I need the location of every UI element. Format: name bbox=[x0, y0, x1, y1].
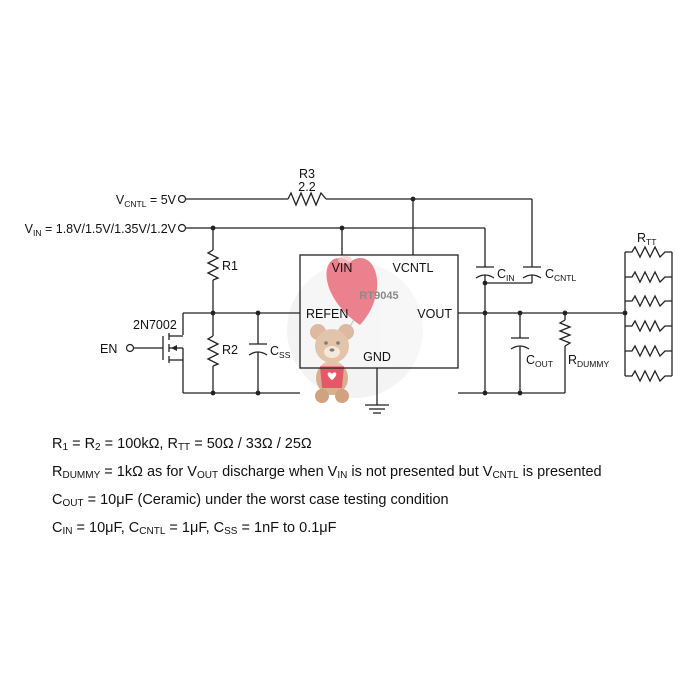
r3-value: 2.2 bbox=[298, 180, 315, 194]
css-label: CSS bbox=[270, 344, 291, 360]
rtt-resistor-bank bbox=[625, 245, 672, 383]
cin-capacitor bbox=[475, 266, 495, 279]
cout-capacitor bbox=[510, 337, 530, 350]
pin-gnd-label: GND bbox=[363, 350, 391, 364]
rt9045-ic-box bbox=[299, 254, 459, 369]
vin-input-label: VIN = 1.8V/1.5V/1.35V/1.2V bbox=[25, 222, 177, 238]
mosfet-2n7002 bbox=[134, 333, 184, 367]
teddy-bear-watermark bbox=[287, 256, 423, 403]
note-rdummy: RDUMMY = 1kΩ as for VOUT discharge when … bbox=[52, 464, 602, 481]
circuit-schematic: VCNTL = 5V VIN = 1.8V/1.5V/1.35V/1.2V R3… bbox=[25, 167, 673, 414]
r3-label: R3 bbox=[299, 167, 315, 181]
cout-label: COUT bbox=[526, 353, 553, 369]
en-terminal bbox=[125, 343, 135, 353]
rdummy-label: RDUMMY bbox=[568, 353, 609, 369]
mosfet-label: 2N7002 bbox=[133, 318, 177, 332]
ccntl-label: CCNTL bbox=[545, 267, 577, 283]
component-notes: R1 = R2 = 100kΩ, RTT = 50Ω / 33Ω / 25Ω R… bbox=[52, 432, 602, 544]
junction-dots bbox=[210, 196, 628, 396]
vcntl-terminal bbox=[177, 194, 187, 204]
ic-name-label: RT9045 bbox=[359, 290, 398, 302]
rtt-label: RTT bbox=[637, 231, 656, 247]
r2-resistor bbox=[206, 335, 220, 367]
rdummy-resistor bbox=[558, 319, 572, 347]
ccntl-capacitor bbox=[522, 266, 542, 279]
pin-vin-label: VIN bbox=[332, 261, 353, 275]
note-cout: COUT = 10μF (Ceramic) under the worst ca… bbox=[52, 492, 449, 509]
pin-vcntl-label: VCNTL bbox=[393, 261, 434, 275]
vcntl-input-label: VCNTL = 5V bbox=[116, 193, 177, 209]
note-resistor-values: R1 = R2 = 100kΩ, RTT = 50Ω / 33Ω / 25Ω bbox=[52, 436, 312, 453]
vin-terminal bbox=[177, 223, 187, 233]
r3-resistor bbox=[287, 191, 327, 207]
r1-label: R1 bbox=[222, 259, 238, 273]
css-capacitor bbox=[248, 343, 268, 356]
pin-vout-label: VOUT bbox=[417, 307, 452, 321]
r1-resistor bbox=[206, 249, 220, 281]
cin-label: CIN bbox=[497, 267, 515, 283]
wires bbox=[182, 198, 673, 414]
r2-label: R2 bbox=[222, 343, 238, 357]
pin-refen-label: REFEN bbox=[306, 307, 348, 321]
en-label: EN bbox=[100, 342, 117, 356]
note-capacitor-values: CIN = 10μF, CCNTL = 1μF, CSS = 1nF to 0.… bbox=[52, 520, 337, 537]
